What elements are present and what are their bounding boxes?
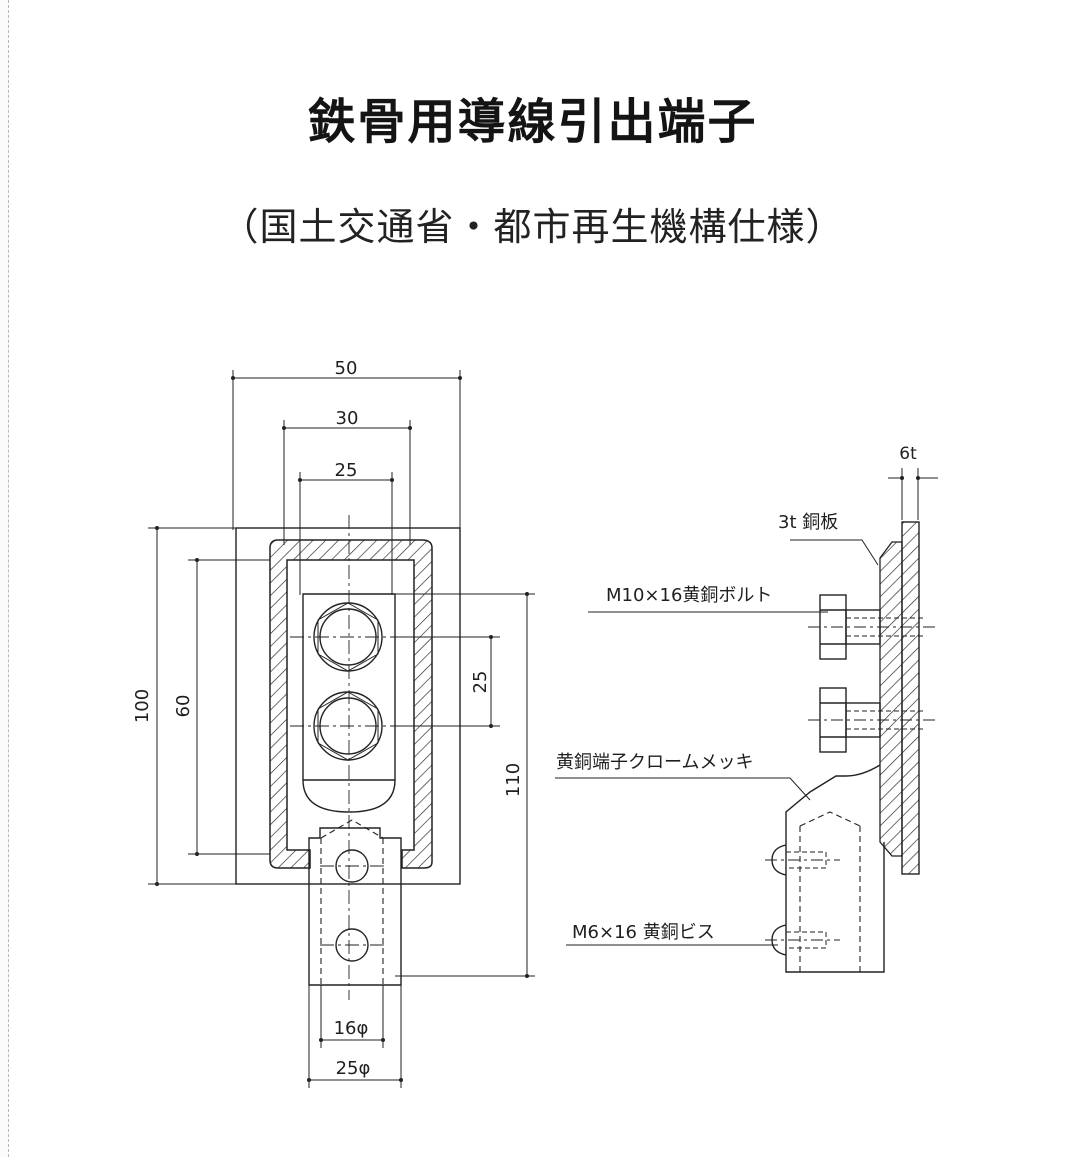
dim-25phi: 25φ [336, 1058, 371, 1079]
bolt-centre-lines [808, 626, 935, 721]
base-plate [235, 527, 461, 885]
label-copper-plate: 3t 銅板 [778, 512, 838, 533]
leader-lines [555, 539, 879, 946]
front-view [148, 370, 535, 1088]
tab-hidden-lines [320, 819, 384, 985]
dim-6t-lines [888, 468, 938, 520]
label-bolt: M10×16黄銅ボルト [606, 585, 772, 606]
label-terminal: 黄銅端子クロームメッキ [556, 752, 753, 773]
dim-50: 50 [335, 358, 358, 379]
terminal-tab [308, 827, 402, 986]
side-view [555, 468, 938, 973]
tab-hole-2 [335, 928, 369, 962]
binding-margin [0, 0, 9, 1157]
dim-60: 60 [173, 695, 194, 718]
dim-lines-bottom [307, 985, 403, 1088]
page-subtitle: （国土交通省・都市再生機構仕様） [220, 205, 845, 249]
dim-25-top: 25 [335, 460, 358, 481]
hatched-channel [269, 539, 433, 869]
label-screw: M6×16 黄銅ビス [572, 922, 715, 943]
dim-25-pitch: 25 [470, 671, 491, 694]
inner-slot-cap [302, 779, 396, 813]
dim-lines-top [231, 370, 462, 595]
copper-plate [879, 541, 903, 857]
centre-lines [290, 515, 410, 1000]
steel-plate [901, 521, 920, 875]
dim-30: 30 [336, 408, 359, 429]
dim-110: 110 [503, 763, 524, 797]
dim-6t: 6t [899, 444, 917, 464]
dim-16phi: 16φ [334, 1018, 369, 1039]
tab-hole-1 [335, 849, 369, 883]
screw-centre-lines [765, 859, 840, 941]
dim-100: 100 [132, 689, 153, 723]
dim-lines-left [148, 526, 270, 886]
bolt-hidden-lines [846, 617, 925, 730]
page-title: 鉄骨用導線引出端子 [307, 94, 758, 150]
